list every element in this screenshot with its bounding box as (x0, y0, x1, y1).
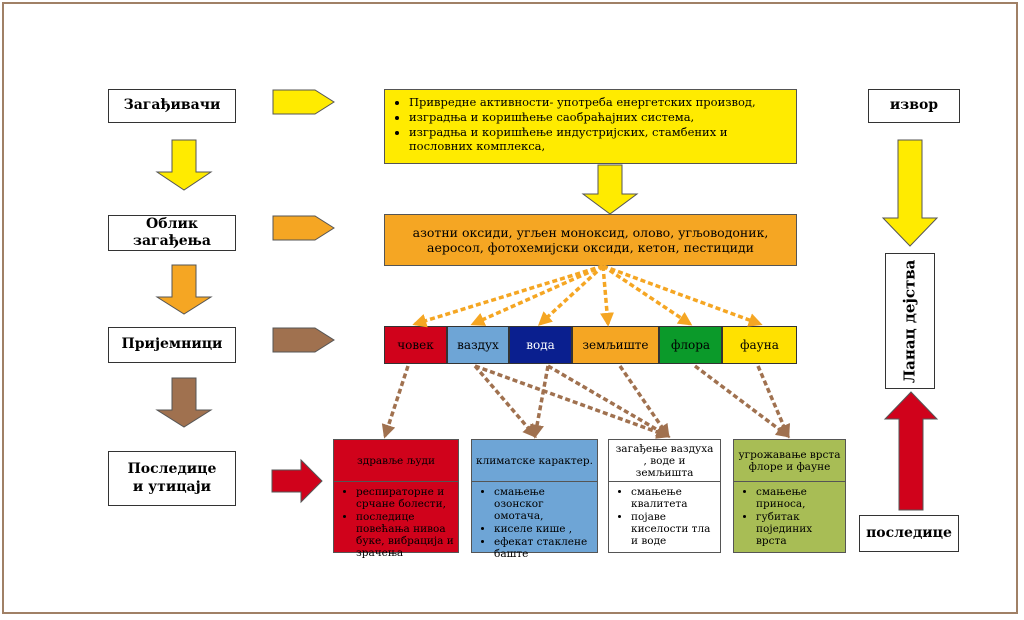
arrow-right-brown-icon (272, 327, 335, 353)
label-pollution-form: Облик загађења (108, 215, 236, 251)
receptor-air-label: ваздух (457, 338, 499, 352)
dash-arrow-to-air (470, 264, 604, 326)
receptor-air: ваздух (447, 326, 509, 364)
dash-arrow-to-human (412, 264, 604, 328)
dash-arrow-fauna-species (756, 365, 791, 439)
effect-title: загађење ваздуха , воде и земљишта (609, 440, 720, 482)
effect-item: последице повећања нивоа буке, вибрација… (356, 511, 454, 559)
effect-item: смањење квалитета (631, 486, 716, 510)
arrow-right-yellow-icon (272, 89, 335, 115)
effect-box-health: здравље људи респираторне и срчане болес… (333, 439, 459, 559)
label-polluters: Загађивачи (108, 89, 236, 123)
arrow-right-orange-icon (272, 215, 335, 241)
effect-item: киселе кише , (494, 523, 593, 535)
arrow-down-yellow-icon (155, 139, 213, 191)
receptor-soil: земљиште (572, 326, 659, 364)
arrow-down-orange-icon (155, 264, 213, 315)
effect-title: климатске карактер. (472, 440, 597, 482)
label-consequences-right: последице (859, 515, 959, 552)
label-receptors: Пријемници (108, 327, 236, 363)
label-consequences: Последице и утицаји (108, 451, 236, 506)
sources-box: Привредне активности- употреба енергетск… (384, 89, 797, 164)
dash-arrow-to-flora (602, 264, 693, 326)
effect-item: ефекат стаклене баште (494, 536, 593, 560)
label-pollution-form-text: Облик загађења (133, 215, 211, 250)
effect-item: смањење приноса, (756, 486, 841, 510)
sources-list: Привредне активности- употреба енергетск… (393, 95, 788, 153)
receptor-fauna: фауна (722, 326, 797, 364)
effect-item: респираторне и срчане болести, (356, 486, 454, 510)
receptor-human: човек (384, 326, 447, 364)
effect-box-species: угрожавање врста флоре и фауне смањење п… (733, 439, 846, 553)
pollutants-box: азотни оксиди, угљен моноксид, олово, уг… (384, 214, 797, 266)
label-source: извор (868, 89, 960, 123)
diagram-frame (2, 2, 1018, 614)
effect-box-climate: климатске карактер. смањење озонског омо… (471, 439, 598, 560)
arrow-down-center-icon (581, 164, 639, 215)
dash-arrow-to-fauna (602, 264, 763, 327)
effect-title: угрожавање врста флоре и фауне (734, 440, 845, 482)
dash-arrow-to-soil (600, 265, 615, 327)
dash-arrow-human-health (381, 365, 410, 439)
label-polluters-text: Загађивачи (123, 97, 221, 114)
receptor-flora: флора (659, 326, 722, 364)
source-item: изградња и коришћење индустријских, стам… (409, 125, 788, 153)
pollutants-text: азотни оксиди, угљен моноксид, олово, уг… (412, 225, 769, 255)
label-receptors-text: Пријемници (121, 336, 223, 353)
receptor-human-label: човек (397, 338, 434, 352)
receptor-soil-label: земљиште (582, 338, 649, 352)
dash-arrow-water-pollution (547, 364, 671, 438)
source-item: Привредне активности- употреба енергетск… (409, 95, 788, 109)
effect-item: појаве киселости тла и воде (631, 511, 716, 547)
effect-title: здравље људи (334, 440, 458, 482)
arrow-up-right-red-icon (883, 391, 939, 511)
dash-arrow-soil-pollution (618, 365, 670, 439)
receptor-flora-label: флора (670, 338, 711, 352)
receptor-fauna-label: фауна (740, 338, 779, 352)
dash-arrow-flora-species (693, 364, 791, 438)
label-source-text: извор (889, 97, 939, 114)
arrow-right-red-icon (271, 458, 323, 504)
receptor-water-label: вода (526, 338, 555, 352)
dash-arrow-air-climate (473, 364, 537, 439)
arrow-down-right-yellow-icon (881, 139, 939, 247)
label-chain: Ланац дејства (885, 253, 935, 389)
dash-arrow-air-pollution (474, 364, 671, 439)
arrow-down-brown-icon (155, 377, 213, 428)
dash-arrow-water-climate (530, 365, 550, 439)
effect-item: губитак појединих врста (756, 511, 841, 547)
source-item: изградња и коришћење саобраћајних систем… (409, 110, 788, 124)
label-consequences-text: Последице и утицаји (127, 461, 217, 495)
label-consequences-right-text: последице (866, 524, 952, 541)
receptor-water: вода (509, 326, 572, 364)
effect-item: смањење озонског омотача, (494, 486, 593, 522)
effect-box-pollution: загађење ваздуха , воде и земљишта смање… (608, 439, 721, 553)
dash-arrow-to-water (537, 264, 605, 326)
